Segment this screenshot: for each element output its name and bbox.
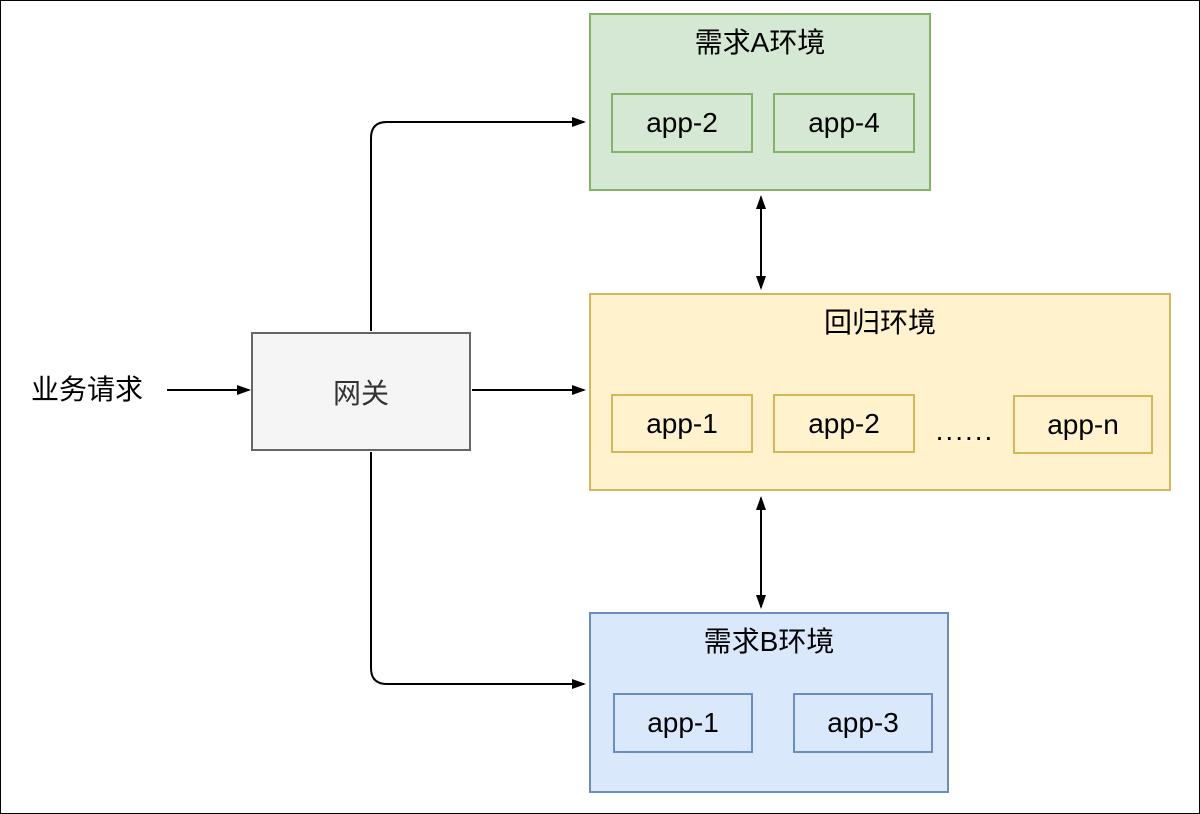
regression-env-box: 回归环境 app-1 app-2 ...... app-n: [589, 293, 1171, 491]
app-label: app-2: [646, 107, 718, 138]
more-apps-ellipsis: ......: [935, 414, 995, 446]
env-a-title: 需求A环境: [694, 27, 826, 58]
env-a-box: 需求A环境 app-2 app-4: [589, 13, 931, 191]
env-b-app-3: app-3: [793, 693, 933, 753]
env-b-app-1: app-1: [613, 693, 753, 753]
app-label: app-1: [646, 407, 718, 439]
connector-gateway-to-env-b: [370, 452, 586, 689]
regression-app-1: app-1: [611, 394, 753, 453]
env-a-app-2: app-2: [611, 93, 753, 153]
regression-env-title: 回归环境: [823, 307, 936, 338]
app-label: app-1: [647, 707, 719, 738]
gateway-node: 网关: [251, 332, 471, 451]
env-b-title: 需求B环境: [703, 626, 835, 657]
regression-app-2: app-2: [773, 394, 915, 453]
env-a-app-4: app-4: [773, 93, 915, 153]
gateway-label: 网关: [332, 377, 389, 409]
app-label: app-4: [808, 107, 880, 138]
app-label: app-n: [1047, 408, 1119, 440]
connector-gateway-to-env-a: [370, 117, 586, 331]
business-request-label: 业务请求: [31, 374, 144, 405]
regression-app-n: app-n: [1013, 395, 1153, 454]
app-label: app-3: [827, 707, 899, 738]
env-b-box: 需求B环境 app-1 app-3: [589, 612, 949, 793]
app-label: app-2: [808, 407, 880, 439]
